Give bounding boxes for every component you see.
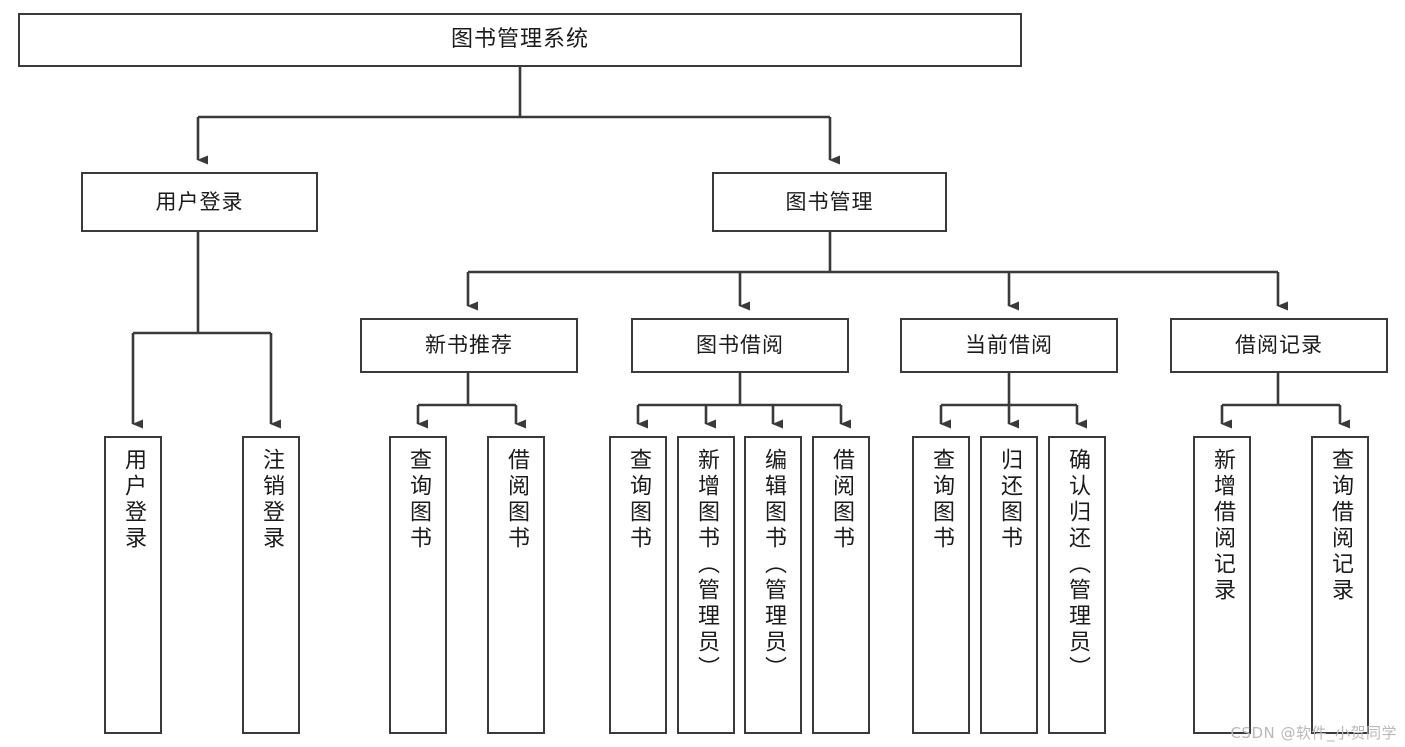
node-label: 用户登录 [121,448,146,552]
node-borrow-record[interactable]: 借阅记录 [1170,318,1388,373]
node-current-borrow[interactable]: 当前借阅 [900,318,1118,373]
node-label: 查询图书 [406,448,431,552]
node-label: 编辑图书（管理员） [761,448,786,682]
leaf-return-book[interactable]: 归还图书 [980,436,1038,734]
node-label: 查询借阅记录 [1328,448,1353,604]
node-label: 图书管理系统 [450,27,589,53]
leaf-borrow-book[interactable]: 借阅图书 [812,436,870,734]
node-new-book-recommend[interactable]: 新书推荐 [360,318,578,373]
node-book-management[interactable]: 图书管理 [712,172,947,232]
leaf-confirm-return-admin[interactable]: 确认归还（管理员） [1048,436,1106,734]
leaf-query-book-current[interactable]: 查询图书 [912,436,970,734]
node-label: 图书管理 [785,189,874,214]
node-book-borrow[interactable]: 图书借阅 [631,318,849,373]
leaf-query-book-borrow[interactable]: 查询图书 [609,436,667,734]
node-label: 新书推荐 [425,333,513,358]
node-label: 新增借阅记录 [1210,448,1235,604]
node-label: 图书借阅 [696,333,784,358]
leaf-query-book-recommend[interactable]: 查询图书 [389,436,447,734]
leaf-borrow-book-recommend[interactable]: 借阅图书 [487,436,545,734]
node-label: 查询图书 [929,448,954,552]
node-label: 查询图书 [626,448,651,552]
node-label: 用户登录 [155,189,244,214]
node-label: 借阅图书 [829,448,854,552]
node-label: 借阅图书 [504,448,529,552]
node-label: 新增图书（管理员） [694,448,719,682]
node-label: 注销登录 [259,448,284,552]
leaf-add-borrow-record[interactable]: 新增借阅记录 [1193,436,1251,734]
node-user-login[interactable]: 用户登录 [81,172,318,232]
node-label: 归还图书 [997,448,1022,552]
node-root-system[interactable]: 图书管理系统 [18,13,1022,67]
leaf-query-borrow-record[interactable]: 查询借阅记录 [1311,436,1369,734]
leaf-user-login[interactable]: 用户登录 [104,436,162,734]
leaf-logout[interactable]: 注销登录 [242,436,300,734]
node-label: 确认归还（管理员） [1065,448,1090,682]
node-label: 当前借阅 [965,333,1053,358]
leaf-add-book-admin[interactable]: 新增图书（管理员） [677,436,735,734]
leaf-edit-book-admin[interactable]: 编辑图书（管理员） [744,436,802,734]
node-label: 借阅记录 [1235,333,1323,358]
